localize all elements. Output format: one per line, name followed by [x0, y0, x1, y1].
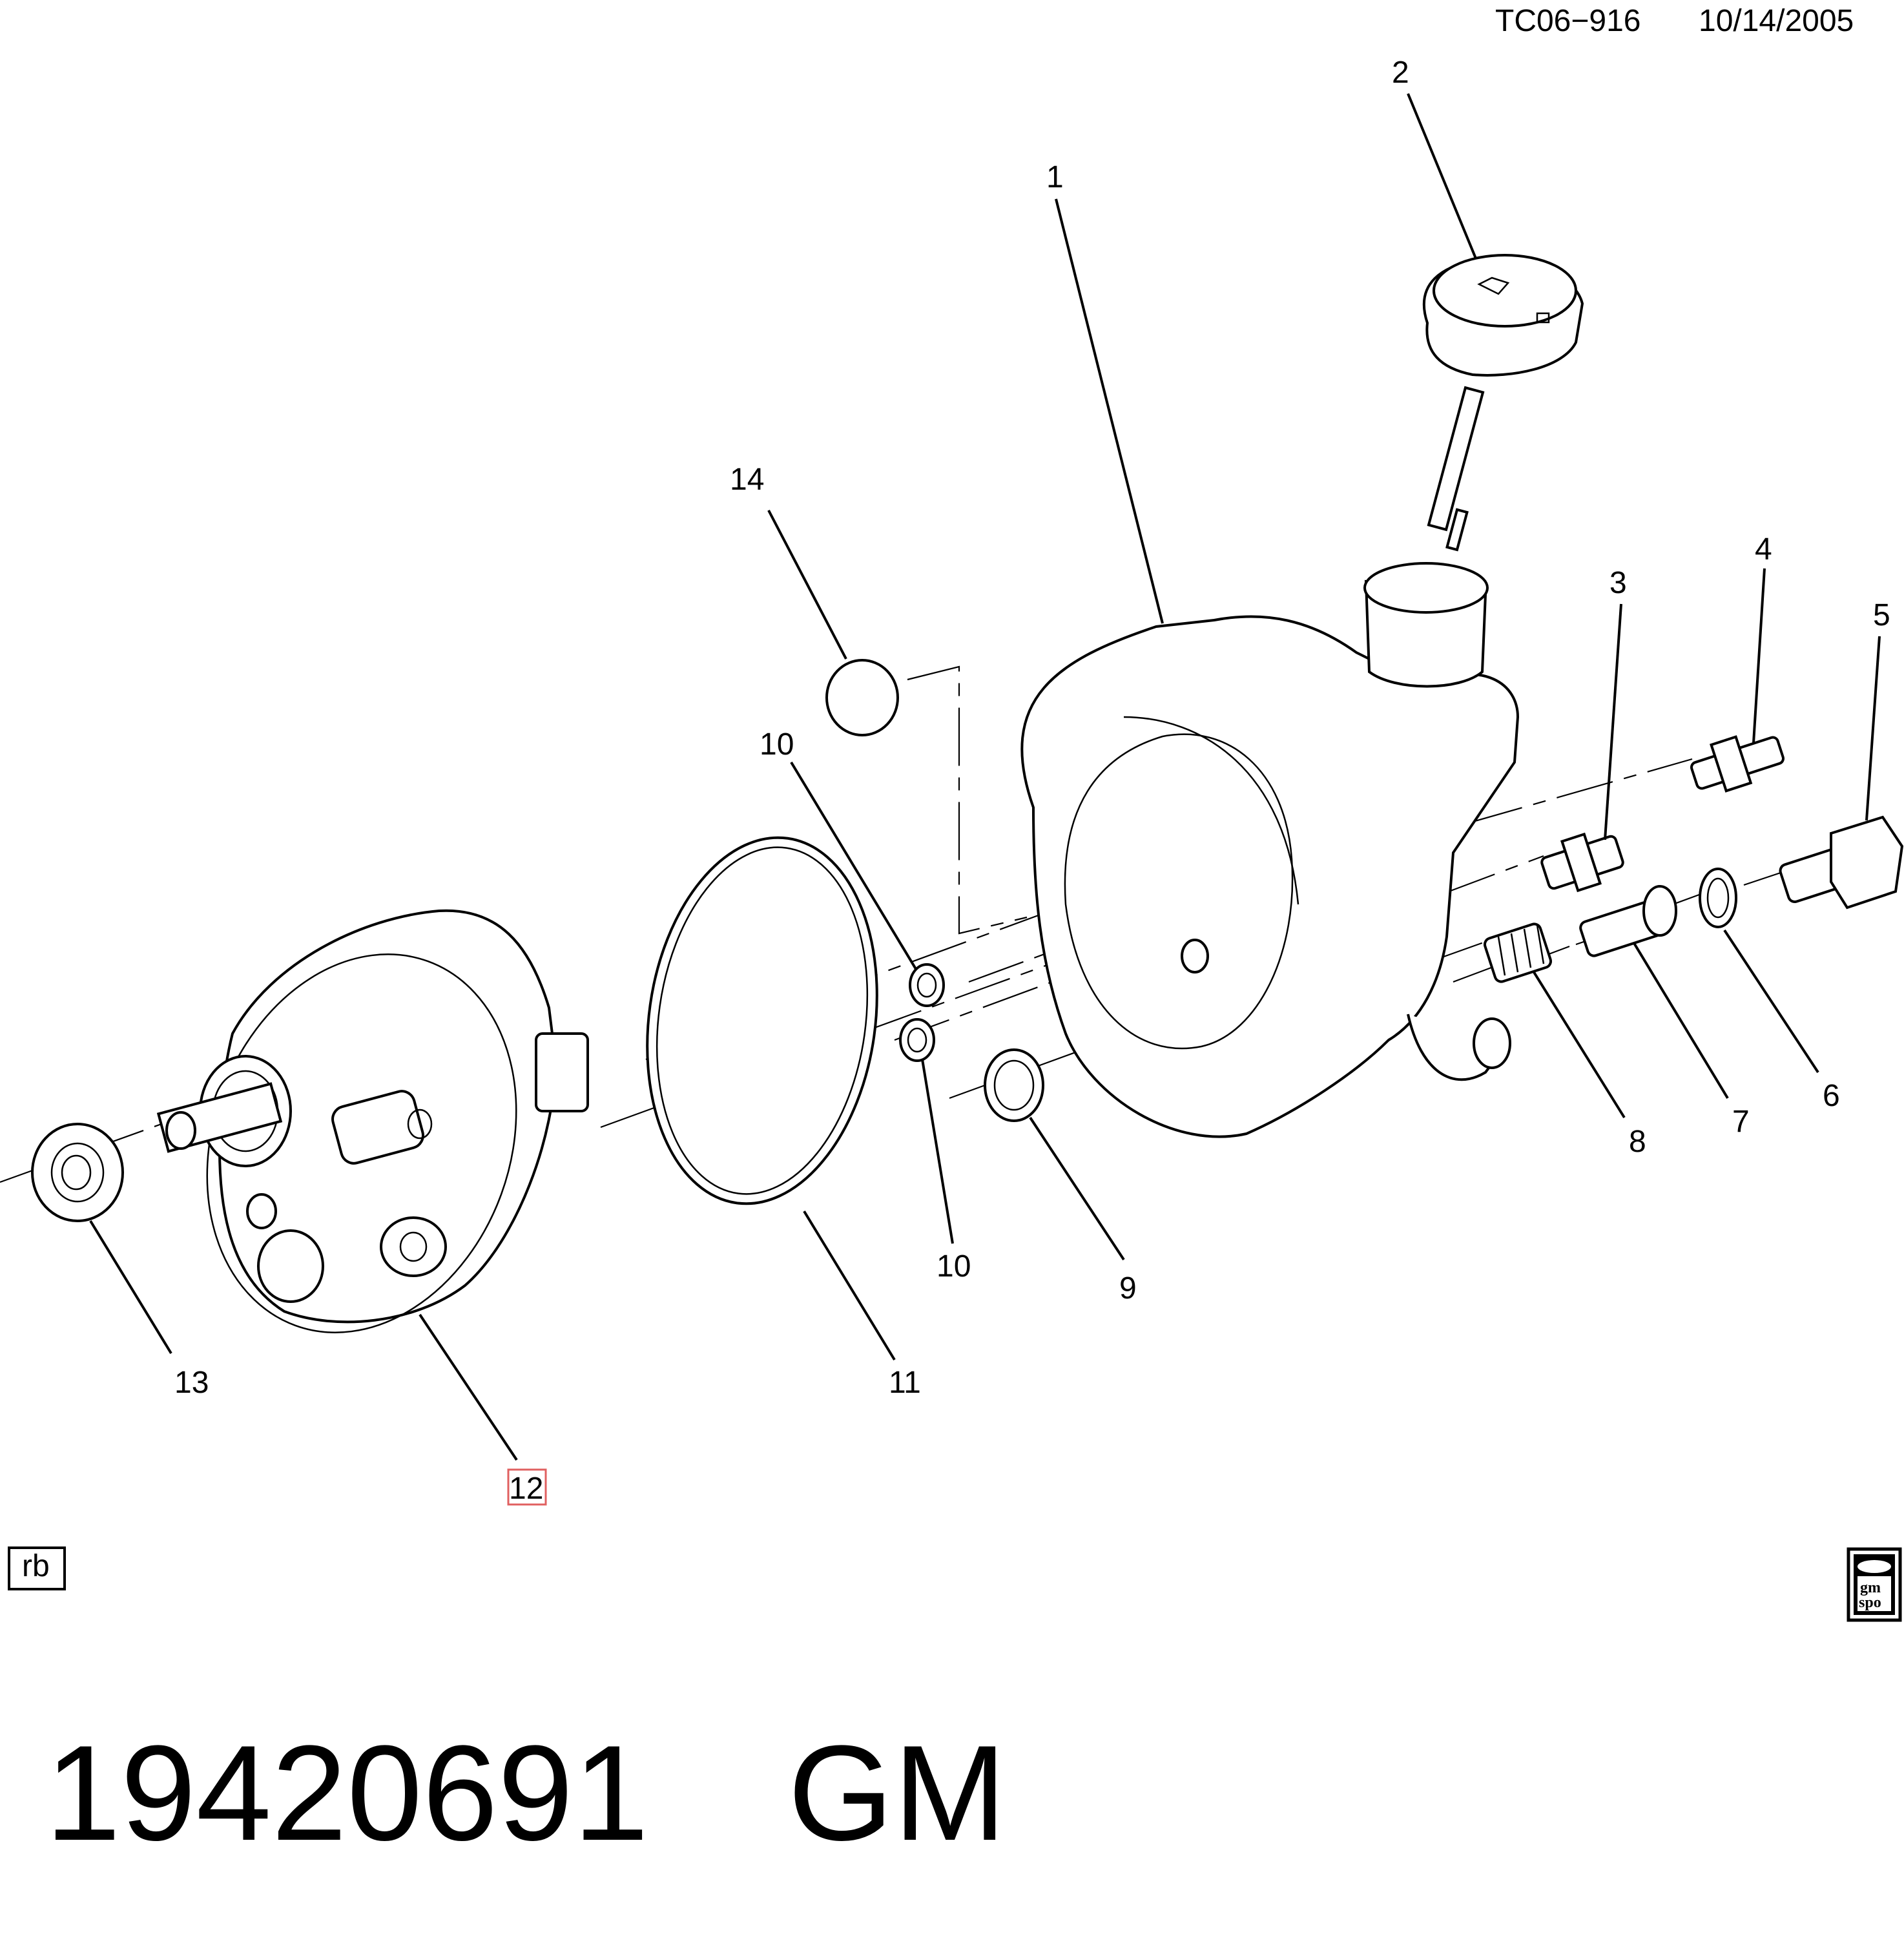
drawing-date: 10/14/2005 — [1699, 4, 1854, 38]
washer-6 — [1699, 868, 1737, 928]
svg-text:gm: gm — [1860, 1579, 1881, 1596]
fitting-4 — [1690, 735, 1785, 793]
spring-8 — [1483, 922, 1553, 983]
drawing-id: TC06−916 — [1495, 4, 1641, 38]
gm-spo-logo: gm spo — [1847, 1547, 1902, 1622]
callout-10-bottom: 10 — [936, 1249, 971, 1284]
callout-13: 13 — [174, 1366, 209, 1400]
callout-6: 6 — [1823, 1079, 1840, 1113]
callout-2: 2 — [1392, 56, 1409, 90]
large-o-ring — [646, 836, 878, 1205]
plug-cap — [825, 659, 899, 736]
initials-stamp: rb — [8, 1546, 66, 1590]
part-number: 19420691 — [45, 1717, 648, 1869]
callout-9: 9 — [1119, 1271, 1137, 1306]
callout-4: 4 — [1755, 532, 1772, 567]
callout-leaders — [89, 93, 1881, 1461]
callout-12: 12 — [509, 1472, 543, 1506]
callout-12-highlight — [507, 1468, 547, 1506]
small-o-rings — [899, 963, 945, 1062]
callout-11: 11 — [889, 1366, 921, 1400]
callout-labels: 1 2 3 4 5 6 7 8 9 10 10 11 12 13 14 — [174, 56, 1890, 1506]
medium-o-ring — [984, 1048, 1044, 1122]
callout-8: 8 — [1629, 1125, 1646, 1159]
reservoir-housing — [1020, 562, 1520, 1138]
filler-cap-dipstick — [1423, 254, 1584, 552]
callout-7: 7 — [1732, 1105, 1750, 1139]
callout-14: 14 — [730, 463, 764, 497]
callout-5: 5 — [1873, 598, 1890, 632]
shaft-seal — [31, 1123, 124, 1222]
valve-7 — [1579, 885, 1677, 957]
callout-3: 3 — [1609, 566, 1627, 600]
callout-10-top: 10 — [760, 727, 794, 762]
pump-assembly — [156, 909, 589, 1333]
svg-text:rb: rb — [22, 1549, 50, 1583]
callout-1: 1 — [1046, 160, 1064, 194]
svg-text:spo: spo — [1859, 1594, 1881, 1611]
brand-name: GM — [788, 1717, 1006, 1869]
fitting-5 — [1779, 815, 1904, 910]
fitting-3 — [1540, 832, 1624, 893]
